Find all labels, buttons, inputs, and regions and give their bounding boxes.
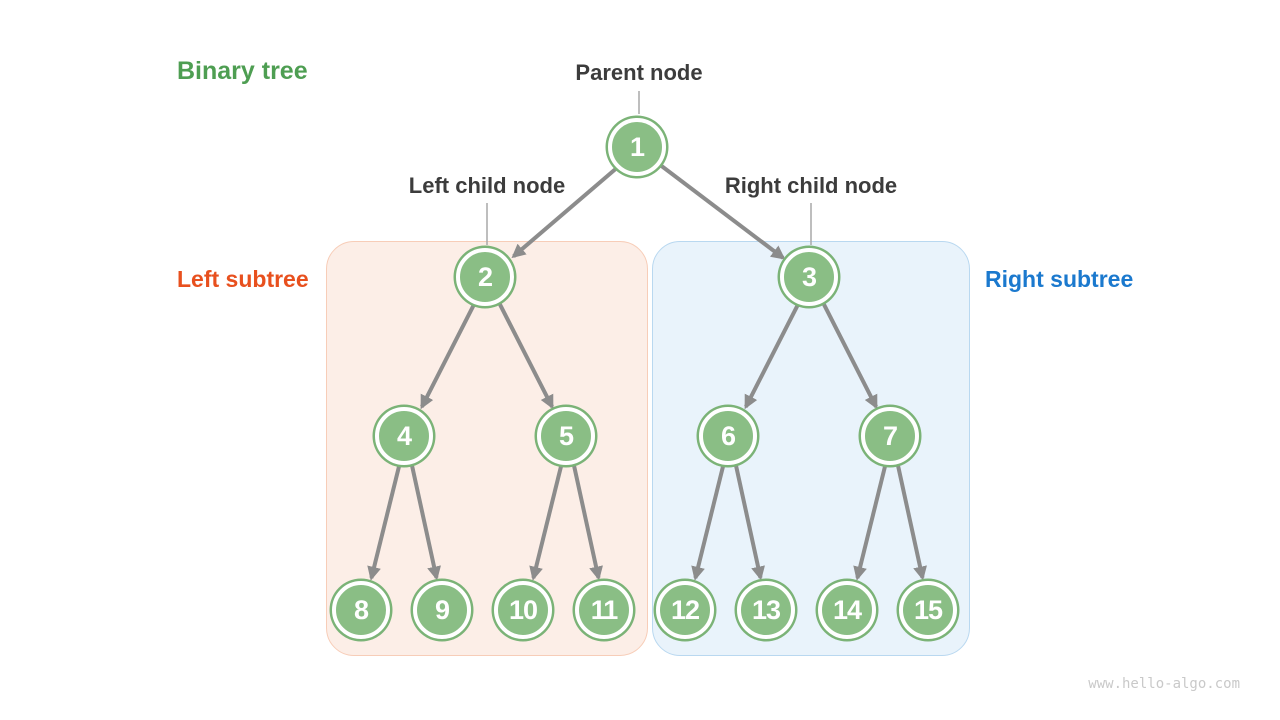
edge-3-6 (744, 292, 806, 410)
edge-2-5 (492, 292, 554, 410)
tree-node-5: 5 (537, 407, 595, 465)
tree-node-7: 7 (861, 407, 919, 465)
left-subtree-label: Left subtree (177, 266, 309, 292)
tree-node-12: 12 (656, 581, 714, 639)
edge-arrows (367, 157, 927, 581)
label-leader-lines (486, 91, 812, 245)
tree-node-13: 13 (737, 581, 795, 639)
tree-node-15: 15 (899, 581, 957, 639)
tree-node-9: 9 (413, 581, 471, 639)
tree-node-4: 4 (375, 407, 433, 465)
watermark: www.hello-algo.com (1088, 676, 1240, 692)
tree-node-8: 8 (332, 581, 390, 639)
edge-7-14 (853, 453, 891, 581)
edge-5-10 (529, 453, 567, 581)
tree-node-11: 11 (575, 581, 633, 639)
edge-1-3 (650, 157, 786, 260)
edge-1-2 (511, 157, 629, 259)
right-subtree-label: Right subtree (985, 266, 1134, 292)
left-child-node-label: Left child node (408, 173, 566, 198)
tree-node-10: 10 (494, 581, 552, 639)
tree-node-1: 1 (608, 118, 666, 176)
edge-4-9 (407, 453, 441, 581)
edge-5-11 (569, 453, 603, 581)
figure-title: Binary tree (177, 57, 308, 85)
tree-node-6: 6 (699, 407, 757, 465)
edge-2-4 (420, 292, 482, 410)
tree-node-2: 2 (456, 248, 514, 306)
tree-node-14: 14 (818, 581, 876, 639)
parent-node-label: Parent node (575, 60, 703, 85)
edge-7-15 (893, 453, 927, 581)
edge-6-12 (691, 453, 729, 581)
tree-node-3: 3 (780, 248, 838, 306)
edge-4-8 (367, 453, 405, 581)
edge-3-7 (816, 292, 878, 410)
right-child-node-label: Right child node (724, 173, 898, 198)
edge-6-13 (731, 453, 765, 581)
